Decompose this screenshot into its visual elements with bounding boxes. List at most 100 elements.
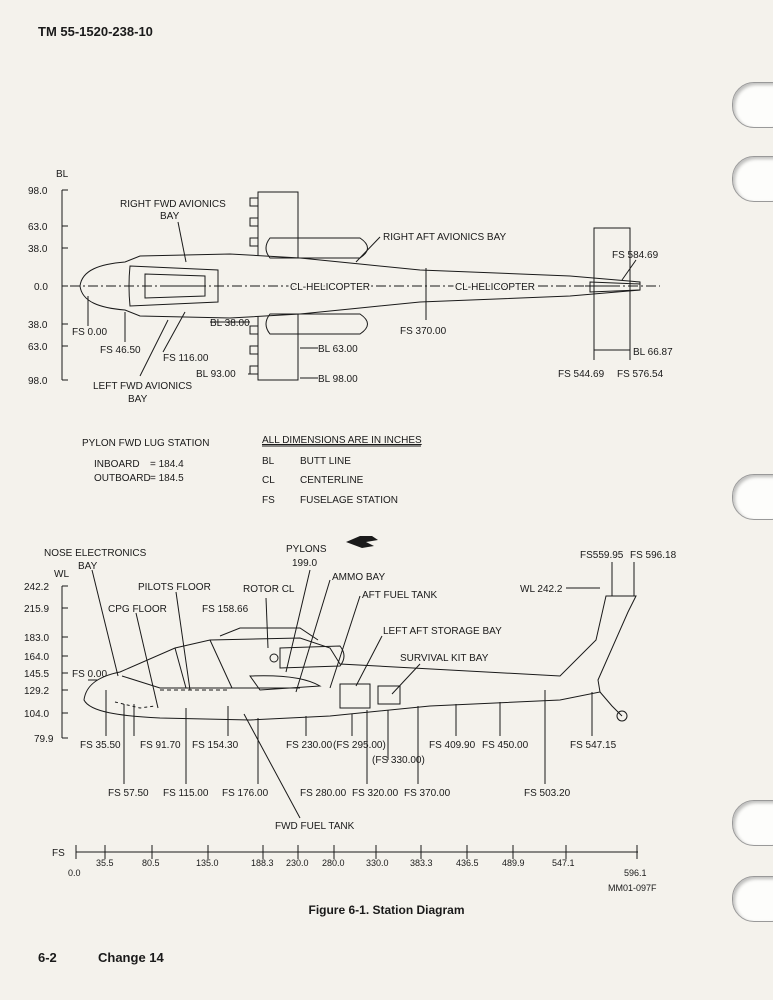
label-fs-230: FS 230.00 (286, 740, 333, 751)
top-left-wing (257, 314, 299, 381)
pointing-hand-icon (346, 536, 378, 548)
fs-scale-tick: 436.5 (456, 858, 479, 868)
wl-tick: 242.2 (24, 582, 49, 593)
fs-scale-tick: 489.9 (502, 858, 525, 868)
wl-tick: 215.9 (24, 604, 49, 615)
fs-scale-tick: 280.0 (322, 858, 345, 868)
label-fs-176: FS 176.00 (222, 788, 269, 799)
label-right-fwd-avionics: RIGHT FWD AVIONICS (120, 199, 226, 210)
label-nose-electronics-bay: BAY (78, 561, 98, 572)
top-left-engine (265, 313, 368, 335)
legend-title: ALL DIMENSIONS ARE IN INCHES (262, 435, 422, 446)
label-pylons: PYLONS (286, 544, 327, 555)
top-canopy (128, 265, 219, 307)
top-horizontal-stabilizer (593, 227, 631, 351)
label-pylons-value: 199.0 (292, 558, 317, 569)
label-fs-547: FS 547.15 (570, 740, 617, 751)
label-side-fs-0: FS 0.00 (72, 669, 107, 680)
label-left-fwd-avionics: LEFT FWD AVIONICS (93, 381, 192, 392)
punch-hole (732, 156, 773, 202)
legend-abbr: FS (262, 495, 275, 506)
label-fs-450: FS 450.00 (482, 740, 529, 751)
wl-tick: 183.0 (24, 633, 49, 644)
figure-id: MM01-097F (608, 883, 657, 893)
label-bl-63: BL 63.00 (318, 344, 358, 355)
label-survival-kit: SURVIVAL KIT BAY (400, 653, 489, 664)
fs-scale-tick: 80.5 (142, 858, 160, 868)
bl-axis-title: BL (56, 169, 69, 180)
wl-tick: 164.0 (24, 652, 49, 663)
fs-scale-tick: 188.3 (251, 858, 274, 868)
wl-tick: 104.0 (24, 709, 49, 720)
side-fuselage-outline (83, 595, 637, 721)
bl-tick: 63.0 (28, 342, 48, 353)
label-left-fwd-avionics-bay: BAY (128, 394, 148, 405)
bl-tick: 38.0 (28, 320, 48, 331)
punch-hole (732, 876, 773, 922)
label-wl-242: WL 242.2 (520, 584, 563, 595)
bl-tick: 63.0 (28, 222, 48, 233)
label-right-aft-avionics: RIGHT AFT AVIONICS BAY (383, 232, 507, 243)
legend-meaning: BUTT LINE (300, 456, 351, 467)
label-fs-409: FS 409.90 (429, 740, 476, 751)
bl-tick: 38.0 (28, 244, 48, 255)
punch-hole (732, 800, 773, 846)
top-right-engine (265, 237, 368, 259)
wl-axis-title: WL (54, 569, 69, 580)
label-cl-helicopter: CL-HELICOPTER (290, 282, 370, 293)
legend-abbr: CL (262, 475, 275, 486)
label-fs-544: FS 544.69 (558, 369, 605, 380)
label-fs-0: FS 0.00 (72, 327, 107, 338)
page-number: 6-2 (38, 950, 57, 965)
wl-tick: 129.2 (24, 686, 49, 697)
label-fs-158: FS 158.66 (202, 604, 249, 615)
label-aft-fuel-tank: AFT FUEL TANK (362, 590, 438, 601)
fs-scale-tick: 0.0 (68, 868, 81, 878)
side-survival-bay (377, 685, 401, 705)
pylon-inboard-label: INBOARD (94, 459, 140, 470)
label-fs-91: FS 91.70 (140, 740, 181, 751)
fs-scale-tick: 230.0 (286, 858, 309, 868)
label-fs-46: FS 46.50 (100, 345, 141, 356)
fs-scale-tick: 35.5 (96, 858, 114, 868)
fs-scale-tick: 547.1 (552, 858, 575, 868)
label-cpg-floor: CPG FLOOR (108, 604, 167, 615)
fs-scale-tick: 135.0 (196, 858, 219, 868)
figure-caption: Figure 6-1. Station Diagram (308, 903, 465, 917)
label-fs-370: FS 370.00 (400, 326, 447, 337)
fs-scale-tick: 596.1 (624, 868, 647, 878)
bl-tick: 98.0 (28, 186, 48, 197)
label-fs-115: FS 115.00 (163, 788, 209, 799)
label-fs-35: FS 35.50 (80, 740, 121, 751)
label-bl-98: BL 98.00 (318, 374, 358, 385)
label-fs-57: FS 57.50 (108, 788, 149, 799)
label-cl-helicopter: CL-HELICOPTER (455, 282, 535, 293)
label-fs-116: FS 116.00 (163, 353, 209, 364)
label-fs-154: FS 154.30 (192, 740, 239, 751)
label-fs-330: (FS 330.00) (372, 755, 425, 766)
label-fs-503: FS 503.20 (524, 788, 571, 799)
bl-tick: 0.0 (34, 282, 48, 293)
top-right-wing (257, 191, 299, 258)
side-engine-nacelle (279, 645, 345, 669)
wl-tick: 79.9 (34, 734, 54, 745)
label-fs-320: FS 320.00 (352, 788, 399, 799)
label-fs-596: FS 596.18 (630, 550, 677, 561)
label-rotor-cl: ROTOR CL (243, 584, 295, 595)
label-bl-66-87: BL 66.87 (633, 347, 673, 358)
fs-scale-title: FS (52, 848, 65, 859)
label-right-fwd-avionics-bay: BAY (160, 211, 180, 222)
label-fs-584: FS 584.69 (612, 250, 659, 261)
legend-meaning: CENTERLINE (300, 475, 364, 486)
label-bl-93: BL 93.00 (196, 369, 236, 380)
bl-tick: 98.0 (28, 376, 48, 387)
document-number: TM 55-1520-238-10 (38, 24, 153, 39)
legend-meaning: FUSELAGE STATION (300, 495, 398, 506)
label-ammo-bay: AMMO BAY (332, 572, 385, 583)
label-left-aft-storage: LEFT AFT STORAGE BAY (383, 626, 502, 637)
label-side-fs-370: FS 370.00 (404, 788, 451, 799)
fs-scale-tick: 383.3 (410, 858, 433, 868)
label-nose-electronics: NOSE ELECTRONICS (44, 548, 147, 559)
label-bl-38: BL 38.00 (210, 318, 250, 329)
